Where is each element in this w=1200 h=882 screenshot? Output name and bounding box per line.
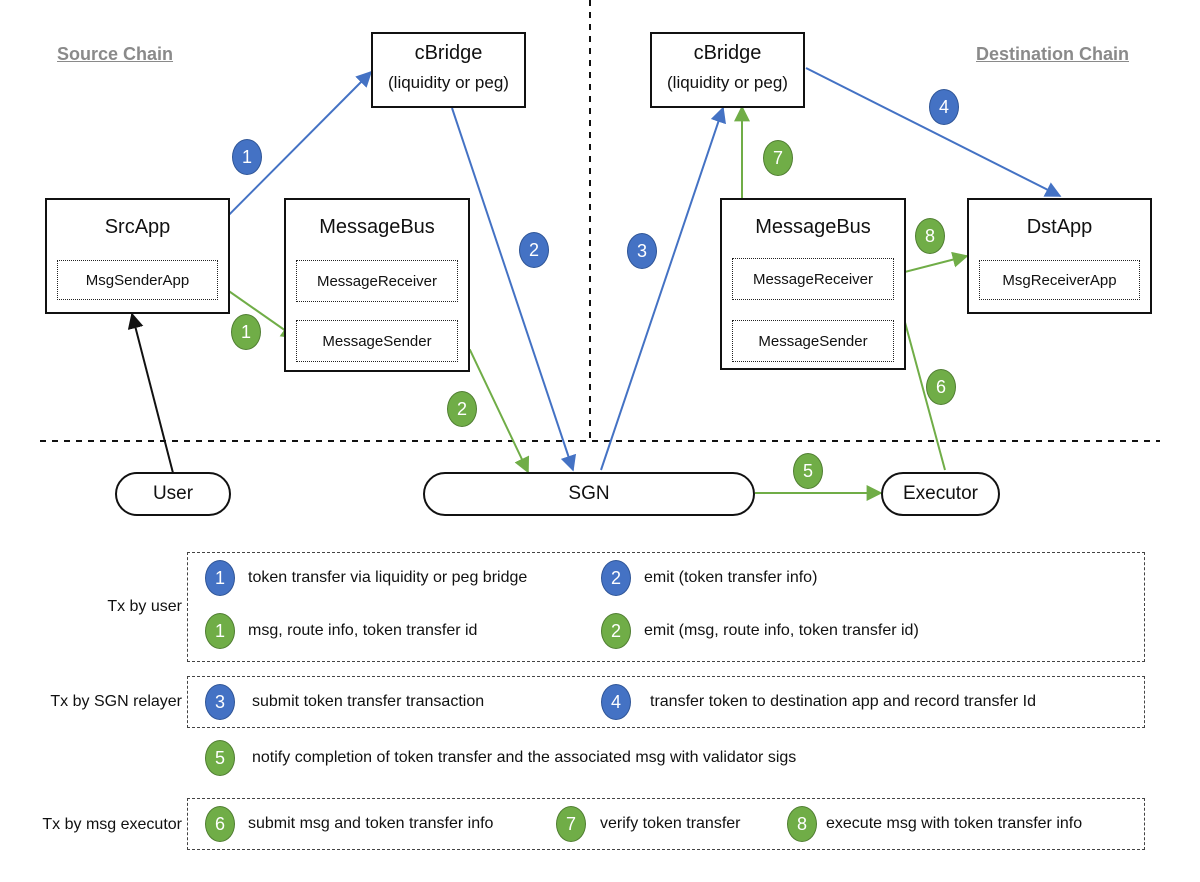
legend-text-blue-2: emit (token transfer info) [644,569,818,586]
step-badge-green-7: 7 [763,140,793,176]
source-cbridge-subtitle: (liquidity or peg) [388,73,509,92]
step-badge-green-5: 5 [793,453,823,489]
legend-text-green-7: verify token transfer [600,815,741,832]
legend-executor-group [187,798,1145,850]
legend-user-group [187,552,1145,662]
arrow-blue-3-sgn-to-cbridge [600,106,726,471]
step-badge-green-8: 8 [915,218,945,254]
legend-badge-green-6: 6 [205,806,235,842]
destination-message-receiver-component: MessageReceiver [732,258,894,300]
step-badge-green-2: 2 [447,391,477,427]
legend-text-green-1: msg, route info, token transfer id [248,622,478,639]
arrow-blue-4-cbridge-to-dstapp [805,67,1062,197]
legend-badge-green-7: 7 [556,806,586,842]
legend-badge-blue-4: 4 [601,684,631,720]
source-cbridge-title: cBridge [414,42,483,64]
legend-badge-green-5: 5 [205,740,235,776]
legend-badge-blue-1: 1 [205,560,235,596]
source-message-bus-title: MessageBus [319,216,435,238]
step-badge-blue-3: 3 [627,233,657,269]
legend-relayer-group [187,676,1145,728]
step-badge-blue-2: 2 [519,232,549,268]
step-badge-green-1: 1 [231,314,261,350]
legend-text-green-2: emit (msg, route info, token transfer id… [644,622,919,639]
user-node: User [115,472,231,516]
step-badge-green-6: 6 [926,369,956,405]
destination-cbridge-title: cBridge [693,42,762,64]
legend-user-label: Tx by user [107,598,182,615]
legend-badge-green-8: 8 [787,806,817,842]
destination-cbridge-node: cBridge (liquidity or peg) [650,32,805,108]
msg-receiver-app-component: MsgReceiverApp [979,260,1140,300]
legend-badge-green-2: 2 [601,613,631,649]
destination-message-bus-title: MessageBus [755,216,871,238]
source-message-sender-component: MessageSender [296,320,458,362]
legend-relayer-label: Tx by SGN relayer [50,693,182,710]
legend-text-blue-1: token transfer via liquidity or peg brid… [248,569,528,586]
src-app-node: SrcApp MsgSenderApp [45,198,230,314]
src-app-title: SrcApp [104,216,171,238]
dst-app-node: DstApp MsgReceiverApp [967,198,1152,314]
destination-cbridge-subtitle: (liquidity or peg) [667,73,788,92]
legend-executor-label: Tx by msg executor [42,816,182,833]
executor-node: Executor [881,472,1000,516]
source-cbridge-node: cBridge (liquidity or peg) [371,32,526,108]
legend-text-green-5: notify completion of token transfer and … [252,749,797,766]
legend-badge-blue-3: 3 [205,684,235,720]
step-badge-blue-1: 1 [232,139,262,175]
step-badge-blue-4: 4 [929,89,959,125]
arrow-blue-2-cbridge-to-sgn [451,107,577,472]
legend-text-blue-4: transfer token to destination app and re… [650,693,1037,710]
legend-badge-blue-2: 2 [601,560,631,596]
legend-text-green-6: submit msg and token transfer info [248,815,494,832]
legend-badge-green-1: 1 [205,613,235,649]
arrow-black-user-to-srcapp [127,312,174,474]
destination-message-bus-node: MessageBus MessageReceiver MessageSender [720,198,906,370]
destination-message-sender-component: MessageSender [732,320,894,362]
source-message-receiver-component: MessageReceiver [296,260,458,302]
destination-chain-heading: Destination Chain [976,44,1130,64]
dst-app-title: DstApp [1026,216,1093,238]
source-message-bus-node: MessageBus MessageReceiver MessageSender [284,198,470,372]
legend-text-green-8: execute msg with token transfer info [826,815,1083,832]
msg-sender-app-component: MsgSenderApp [57,260,218,300]
legend-text-blue-3: submit token transfer transaction [252,693,485,710]
source-chain-heading: Source Chain [57,44,174,64]
sgn-node: SGN [423,472,755,516]
